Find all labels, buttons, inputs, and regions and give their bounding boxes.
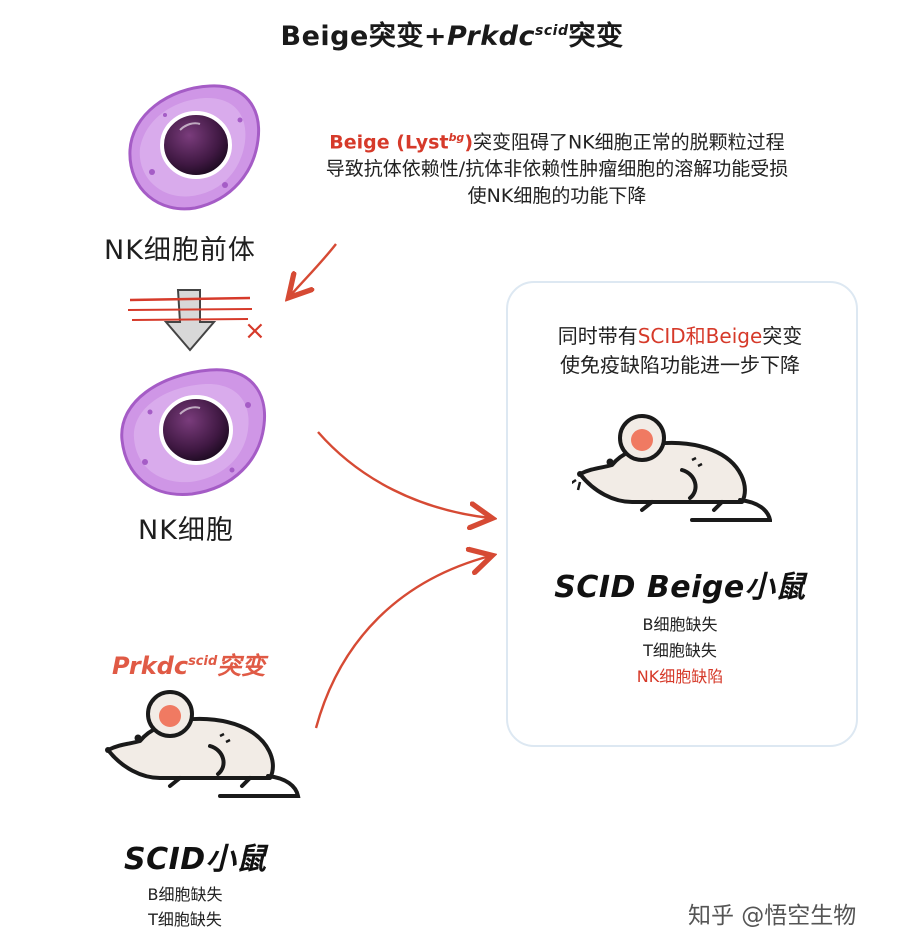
beige-description: Beige (Lystbg)突变阻碍了NK细胞正常的脱颗粒过程 导致抗体依赖性/… bbox=[325, 131, 789, 208]
panel-description: 同时带有SCID和Beige突变 使免疫缺陷功能进一步下降 bbox=[557, 324, 803, 377]
page-title: Beige突变+Prkdcscid突变 bbox=[280, 21, 624, 52]
scid-beige-mouse-icon bbox=[572, 414, 772, 522]
watermark: 知乎 @悟空生物 bbox=[688, 903, 857, 929]
nk-cell-label: NK细胞 bbox=[138, 515, 234, 546]
nk-to-panel-arrow-icon bbox=[317, 431, 490, 518]
nk-precursor-cell-icon bbox=[128, 84, 261, 211]
scid-beige-traits: B细胞缺失 T细胞缺失 NK细胞缺陷 bbox=[636, 615, 724, 686]
scid-mouse-name: SCID小鼠 bbox=[124, 842, 267, 877]
scid-beige-panel bbox=[506, 281, 858, 747]
prkdc-label: Prkdcscid突变 bbox=[112, 652, 266, 680]
desc-to-nk-arrow-icon bbox=[290, 243, 337, 296]
scid-to-panel-arrow-icon bbox=[314, 556, 490, 729]
nk-cell-icon bbox=[120, 368, 267, 496]
differentiation-arrow-icon bbox=[127, 289, 253, 352]
nk-precursor-label: NK细胞前体 bbox=[104, 235, 256, 266]
scid-mouse-icon bbox=[105, 690, 301, 798]
scid-mouse-traits: B细胞缺失 T细胞缺失 bbox=[147, 885, 223, 929]
cross-icon: × bbox=[244, 316, 266, 346]
scid-beige-mouse-name: SCID Beige小鼠 bbox=[554, 570, 806, 605]
